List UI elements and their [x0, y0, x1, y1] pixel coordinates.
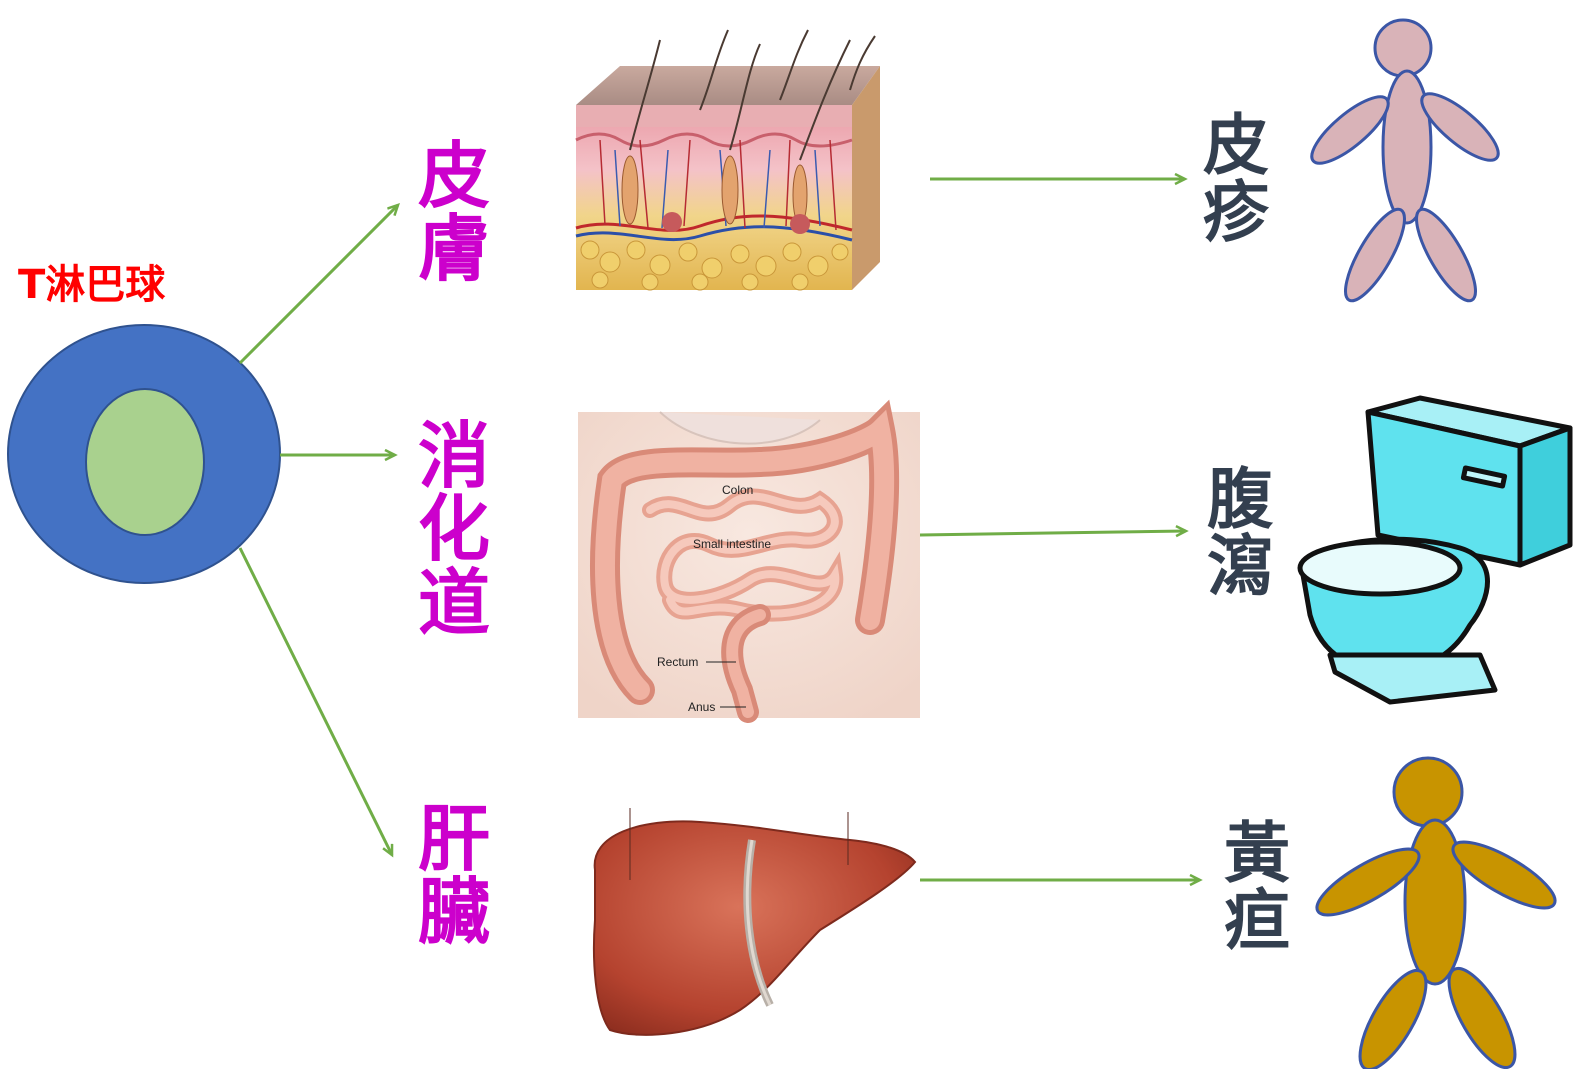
toilet-icon	[1300, 398, 1570, 702]
t-lymphocyte-cell	[8, 325, 280, 583]
organ-label-liver: 肝臟	[414, 803, 494, 950]
symptom-label-rash: 皮疹	[1196, 112, 1276, 247]
symptom-label-jaundice: 黃疸	[1217, 820, 1297, 955]
label-colon: Colon	[722, 483, 753, 497]
arrow-to-skin	[240, 205, 398, 363]
skin-cross-section-image	[576, 30, 880, 290]
label-rectum: Rectum	[657, 655, 698, 669]
symptom-label-diarrhea: 腹瀉	[1200, 466, 1280, 601]
arrow-to-liver	[240, 548, 392, 855]
arrow-gut-to-diarrhea	[920, 531, 1186, 535]
organ-label-skin: 皮膚	[414, 140, 494, 287]
human-figure-pink-icon	[1303, 20, 1507, 308]
label-small-intestine: Small intestine	[693, 537, 771, 551]
organ-label-digestive-tract: 消化道	[414, 420, 494, 640]
digestive-tract-image: Colon Small intestine Rectum Anus	[578, 412, 920, 718]
liver-image	[594, 808, 915, 1035]
label-anus: Anus	[688, 700, 715, 714]
human-figure-yellow-icon	[1309, 758, 1563, 1069]
